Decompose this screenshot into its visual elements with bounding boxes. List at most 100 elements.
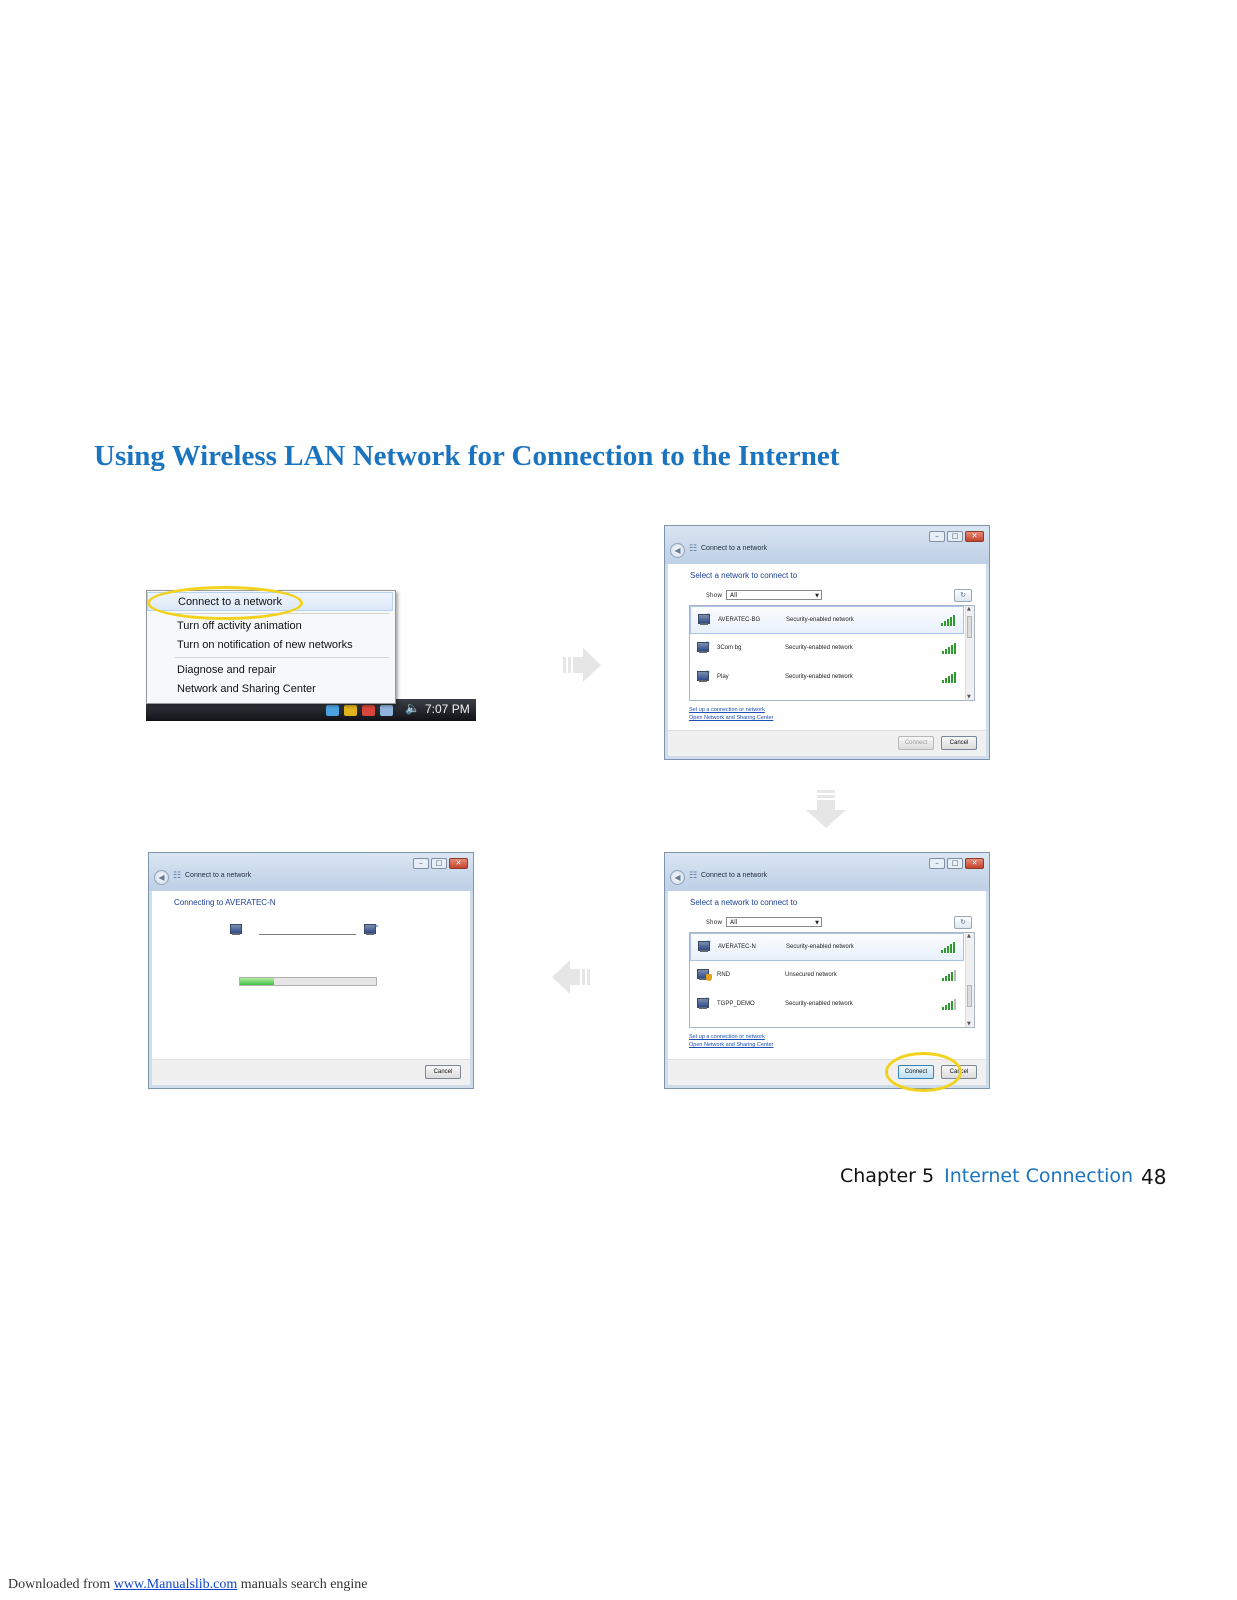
dialog-body: Connecting to AVERATEC-N ≈ (152, 891, 470, 1060)
highlight-circle (885, 1052, 962, 1092)
taskbar-clock[interactable]: 7:07 PM (425, 702, 470, 716)
tray-wireless-icon[interactable] (380, 704, 393, 716)
network-row[interactable]: ≈ AVERATEC-BG Security-enabled network (690, 606, 964, 634)
connection-progress-bar (239, 977, 377, 986)
network-row[interactable]: ≈ 3Com bg Security-enabled network (690, 635, 964, 663)
progress-fill (240, 978, 274, 985)
back-arrow-icon[interactable]: ◀ (670, 870, 685, 885)
close-button[interactable]: ✕ (449, 858, 468, 869)
network-security: Security-enabled network (785, 645, 853, 651)
signal-strength-icon (942, 671, 956, 683)
wireless-network-icon: ≈ (698, 612, 712, 626)
maximize-button[interactable]: □ (431, 858, 447, 869)
network-security: Security-enabled network (786, 617, 854, 623)
arrow-left-icon (550, 960, 590, 998)
connect-dialog-select-averatec: – □ ✕ ◀ ☷ Connect to a network Select a … (664, 852, 990, 1089)
signal-strength-icon (942, 969, 956, 981)
wireless-network-icon: ≈ (364, 922, 382, 942)
menu-item-diagnose-repair[interactable]: Diagnose and repair (177, 664, 277, 676)
minimize-button[interactable]: – (929, 531, 945, 542)
unsecured-network-icon (697, 969, 712, 981)
tray-shield-icon[interactable] (344, 704, 357, 716)
chapter-label: Chapter 5 (840, 1165, 935, 1187)
dialog-body: Select a network to connect to Show All … (668, 891, 986, 1060)
download-suffix: manuals search engine (237, 1577, 368, 1592)
dialog-title: Connect to a network (701, 872, 768, 879)
menu-item-notification[interactable]: Turn on notification of new networks (177, 639, 353, 651)
wireless-network-icon: ≈ (697, 640, 711, 654)
minimize-button[interactable]: – (413, 858, 429, 869)
computer-icon (230, 924, 248, 942)
refresh-button[interactable]: ↻ (954, 916, 972, 929)
show-label: Show (706, 919, 723, 926)
network-list: ≈ AVERATEC-N Security-enabled network RN… (689, 932, 975, 1028)
cancel-button[interactable]: Cancel (941, 736, 977, 750)
show-filter-value: All (730, 919, 738, 926)
network-security: Security-enabled network (785, 674, 853, 680)
menu-item-network-sharing-center[interactable]: Network and Sharing Center (177, 683, 316, 695)
wireless-network-icon: ≈ (697, 669, 711, 683)
cancel-button[interactable]: Cancel (425, 1065, 461, 1079)
taskbar (146, 699, 476, 721)
network-list-scrollbar[interactable]: ▲ ▼ (965, 606, 974, 700)
download-prefix: Downloaded from (8, 1577, 114, 1592)
dialog-title: Connect to a network (185, 872, 252, 879)
wireless-network-icon: ≈ (698, 939, 712, 953)
maximize-button[interactable]: □ (947, 858, 963, 869)
network-row[interactable]: RND Unsecured network (690, 962, 964, 990)
setup-connection-link[interactable]: Set up a connection or network (689, 1034, 765, 1040)
menu-separator (175, 657, 389, 658)
network-name: AVERATEC-BG (718, 617, 761, 623)
network-icon: ☷ (173, 871, 182, 881)
show-label: Show (706, 592, 723, 599)
signal-strength-icon (942, 998, 956, 1010)
dialog-heading: Connecting to AVERATEC-N (174, 898, 276, 907)
arrow-down-icon (806, 790, 846, 834)
volume-icon[interactable]: 🔈 (405, 701, 420, 715)
close-button[interactable]: ✕ (965, 858, 984, 869)
connect-dialog-connecting: – □ ✕ ◀ ☷ Connect to a network Connectin… (148, 852, 474, 1089)
network-row[interactable]: ≈ Play Security-enabled network (690, 664, 964, 692)
signal-strength-icon (941, 941, 955, 953)
download-note: Downloaded from www.Manualslib.com manua… (8, 1577, 368, 1593)
signal-strength-icon (942, 642, 956, 654)
open-sharing-center-link[interactable]: Open Network and Sharing Center (689, 1042, 774, 1048)
dialog-footer: Cancel (152, 1059, 470, 1085)
open-sharing-center-link[interactable]: Open Network and Sharing Center (689, 715, 774, 721)
dialog-heading: Select a network to connect to (690, 571, 798, 580)
network-context-menu: Connect to a network Turn off activity a… (146, 590, 396, 704)
page-title: Using Wireless LAN Network for Connectio… (94, 440, 840, 472)
dialog-footer: Connect Cancel (668, 730, 986, 756)
tray-security-icon[interactable] (362, 704, 375, 716)
tray-network-icon[interactable] (326, 704, 339, 716)
show-filter-value: All (730, 592, 738, 599)
back-arrow-icon[interactable]: ◀ (154, 870, 169, 885)
chevron-down-icon: ▼ (815, 920, 819, 926)
show-filter-select[interactable]: All ▼ (726, 590, 822, 600)
chevron-down-icon: ▼ (815, 593, 819, 599)
show-filter-select[interactable]: All ▼ (726, 917, 822, 927)
network-row[interactable]: ≈ TGPP_DEMO Security-enabled network (690, 991, 964, 1019)
setup-connection-link[interactable]: Set up a connection or network (689, 707, 765, 713)
dialog-heading: Select a network to connect to (690, 898, 798, 907)
refresh-button[interactable]: ↻ (954, 589, 972, 602)
network-row[interactable]: ≈ AVERATEC-N Security-enabled network (690, 933, 964, 961)
arrow-right-icon (563, 648, 603, 686)
network-security: Security-enabled network (786, 944, 854, 950)
network-name: 3Com bg (717, 645, 742, 651)
signal-strength-icon (941, 614, 955, 626)
connect-button[interactable]: Connect (898, 736, 934, 750)
back-arrow-icon[interactable]: ◀ (670, 543, 685, 558)
tray-icons (326, 702, 406, 718)
menu-item-turn-off-animation[interactable]: Turn off activity animation (177, 620, 302, 632)
manualslib-link[interactable]: www.Manualslib.com (113, 1577, 238, 1592)
network-list-scrollbar[interactable]: ▲ ▼ (965, 933, 974, 1027)
highlight-circle (147, 586, 303, 620)
close-button[interactable]: ✕ (965, 531, 984, 542)
dialog-title: Connect to a network (701, 545, 768, 552)
wireless-network-icon: ≈ (697, 996, 711, 1010)
network-name: TGPP_DEMO (717, 1001, 755, 1007)
network-name: AVERATEC-N (718, 944, 756, 950)
maximize-button[interactable]: □ (947, 531, 963, 542)
minimize-button[interactable]: – (929, 858, 945, 869)
